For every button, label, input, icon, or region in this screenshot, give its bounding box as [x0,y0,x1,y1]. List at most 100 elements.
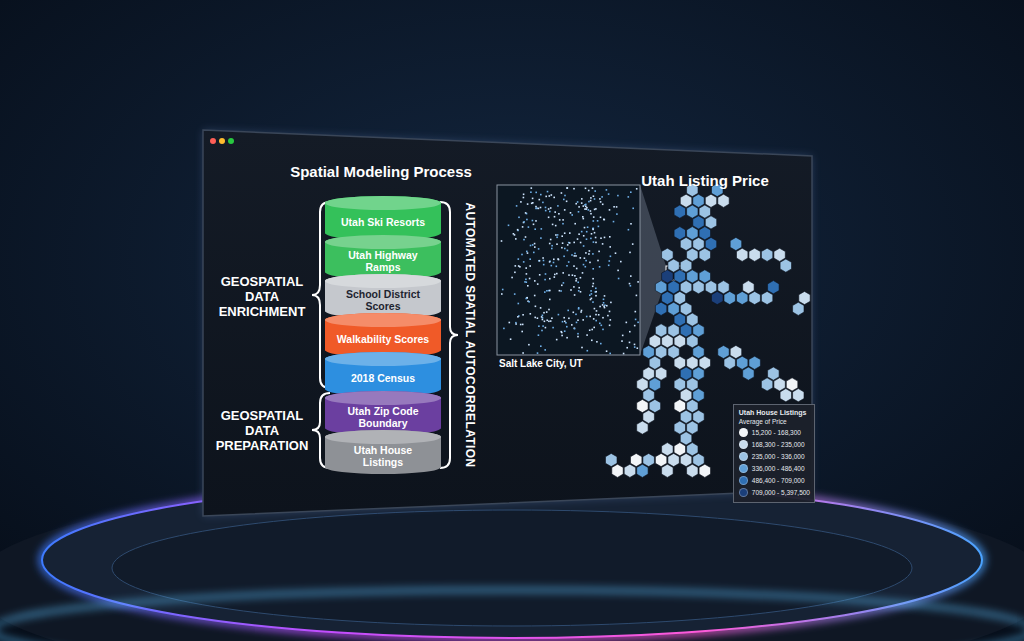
legend-row: 336,000 - 486,400 [739,464,809,473]
listing-dot [629,283,631,285]
cylinder-top [325,274,441,288]
listing-dot [530,313,532,315]
listing-dot [543,260,545,262]
hex-bin [768,281,780,294]
listing-dot [630,285,632,287]
listing-dot [618,278,620,280]
listing-dot [553,262,555,264]
listing-dot [591,329,593,331]
listing-dot [548,208,550,210]
hex-bin [680,324,692,337]
listing-dot [597,260,599,262]
listing-dot [584,257,586,259]
panel-glow [203,130,812,516]
listing-dot [588,201,590,203]
hex-bin [718,281,729,294]
listing-dot [603,302,605,304]
cylinder-node: Utah Ski Resorts [325,196,441,240]
listing-dot [556,266,558,268]
listing-dot [508,225,510,227]
listing-dot [603,219,605,221]
legend-row: 168,300 - 235,000 [739,440,809,449]
listing-dot [590,200,592,202]
legend-swatch [739,428,748,437]
listing-dot [546,311,548,313]
hex-bin [637,464,648,477]
hex-bin [643,389,655,402]
listing-dot [571,324,573,326]
listing-dot [532,220,534,222]
listing-dot [535,220,537,222]
hex-bin [687,335,698,348]
listing-dot [595,320,597,322]
cylinder-body [325,313,441,357]
cylinder-body [325,235,441,279]
hex-bin [687,205,698,218]
screen-panel [203,130,812,516]
bracket [440,202,458,468]
window-dot [219,138,225,144]
listing-dot [559,290,561,292]
listing-dot [513,233,515,235]
cylinder-label: School District Scores [333,288,433,311]
hex-bin [743,281,754,294]
listing-dot [607,315,609,317]
listing-dot [603,299,605,301]
cylinder-node: School District Scores [325,274,441,318]
listing-dot [602,317,604,319]
listing-dot [526,297,528,299]
hex-bin [687,356,698,369]
listing-dot [522,324,524,326]
platform-glow [42,482,982,638]
listing-dot [527,285,529,287]
listing-dot [542,202,544,204]
hex-bin [612,464,623,477]
hex-bin [649,356,660,369]
listing-dot [593,216,595,218]
listing-dot [604,295,606,297]
listing-dot [609,236,611,238]
listing-dot [577,333,579,335]
hex-bin [680,302,692,315]
hex-bin [761,248,772,261]
listing-dot [617,195,619,197]
listing-dot [523,197,525,199]
listing-dot [528,226,530,228]
listing-dot [598,251,600,253]
listing-dot [532,202,534,204]
listing-dot [571,254,573,256]
listing-dot [538,325,540,327]
legend-row: 709,000 - 5,397,500 [739,488,809,497]
hex-bin [699,356,710,369]
hex-bin [662,270,674,283]
legend-row: 15,200 - 168,300 [739,428,809,437]
listing-dot [514,272,516,274]
listing-dot [593,318,595,320]
listing-dot [610,319,612,321]
listing-dot [578,206,580,208]
listing-dot [574,255,576,257]
hex-bin [761,378,772,391]
cylinder-label: Walkability Scores [333,327,433,350]
listing-dot [523,221,525,223]
cylinder-label: Utah House Listings [333,444,433,467]
listing-dot [525,298,527,300]
listing-dot [616,213,618,215]
listing-dot [546,290,548,292]
cylinder-node: 2018 Census [325,352,441,396]
hex-bin [674,205,685,218]
listing-dot [567,310,569,312]
listing-dot [535,206,537,208]
listing-dot [560,331,562,333]
listing-dot [554,274,556,276]
listing-dot [576,322,578,324]
listing-dot [521,254,523,256]
listing-dot [515,265,517,267]
listing-dot [525,212,527,214]
hex-bin [724,291,735,304]
hex-bin [687,399,698,412]
legend-swatch [739,464,748,473]
cylinder-top [325,352,441,366]
listing-dot [587,226,589,228]
